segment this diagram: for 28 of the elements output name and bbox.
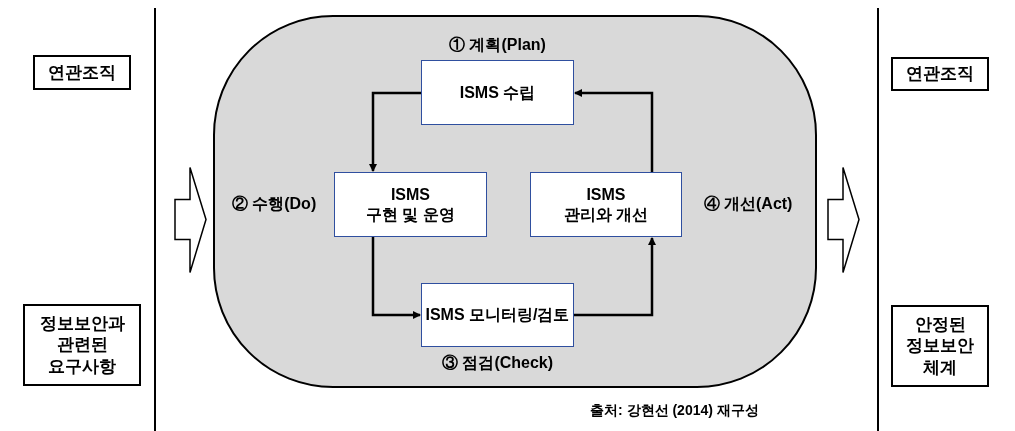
arrow — [369, 91, 421, 172]
arrow — [574, 237, 656, 317]
source-note: 출처: 강현선 (2014) 재구성 — [590, 401, 759, 420]
process-box — [334, 172, 487, 237]
box-text: ISMS 수립 — [459, 82, 536, 103]
box-text: 연관조직 — [48, 61, 116, 84]
process-box — [421, 283, 574, 347]
box-text: 연관조직 — [906, 63, 974, 85]
phase-label: ③ 점검(Check) — [440, 353, 555, 373]
block-arrow — [174, 166, 207, 274]
process-box — [33, 55, 131, 90]
block-arrow — [827, 166, 860, 274]
process-box — [891, 305, 989, 387]
box-text: ISMS 관리와 개선 — [563, 184, 649, 225]
process-box — [530, 172, 682, 237]
box-text: ISMS 구현 및 운영 — [366, 184, 455, 225]
box-text: 안정된 정보보안 체계 — [906, 314, 974, 378]
rounded-area — [213, 15, 817, 388]
phase-label: ② 수행(Do) — [230, 194, 318, 214]
process-box — [23, 304, 141, 386]
box-text: ISMS 모니터링/검토 — [425, 305, 570, 325]
phase-label: ④ 개선(Act) — [702, 194, 794, 214]
arrow — [574, 89, 654, 172]
phase-label: ① 계획(Plan) — [448, 35, 547, 55]
process-box — [421, 60, 574, 125]
box-text: 정보보안과 관련된 요구사항 — [39, 313, 125, 377]
process-box — [891, 57, 989, 91]
arrow — [371, 237, 421, 319]
